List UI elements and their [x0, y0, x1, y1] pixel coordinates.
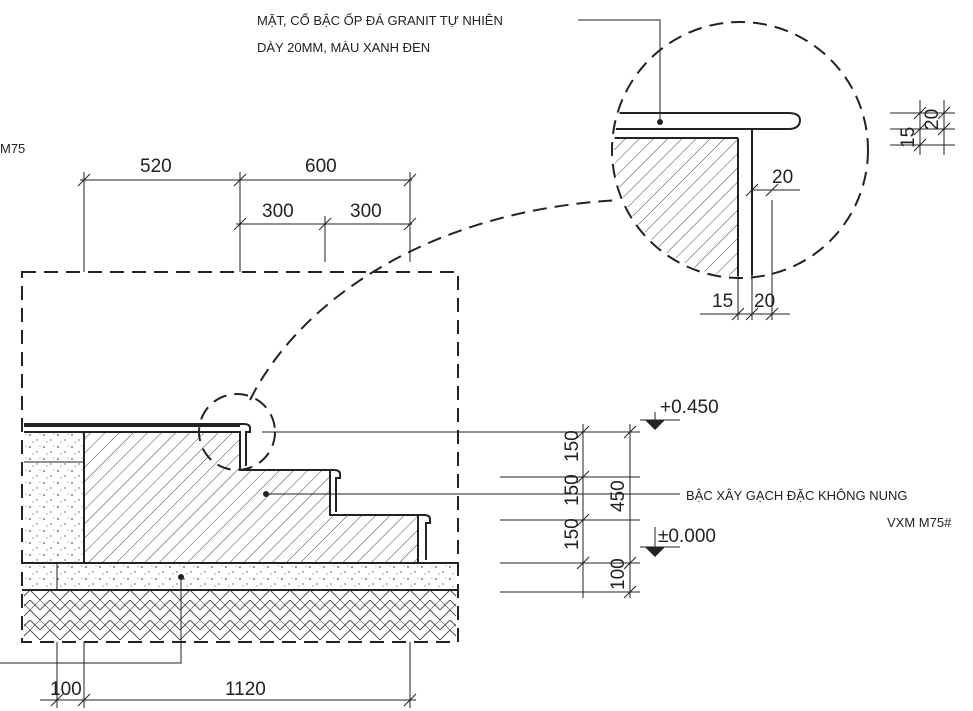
section-boundary: [21, 271, 459, 643]
dim-600: 600: [305, 156, 337, 177]
left-fill: [24, 432, 84, 563]
dim-150-low: 150: [562, 518, 583, 550]
detail-dimensions: [700, 100, 955, 321]
dim-100-right: 100: [608, 558, 629, 590]
bottom-dimensions: [40, 642, 417, 708]
dim-150-top: 150: [562, 430, 583, 462]
detail-dim-15-right: 15: [898, 127, 919, 148]
note-step-line1: BẬC XÂY GẠCH ĐẶC KHÔNG NUNG: [686, 488, 908, 503]
level-zero: ±0.000: [658, 526, 716, 547]
note-left-partial: M75: [0, 141, 25, 156]
top-dimensions: [77, 172, 417, 272]
detail-callout-circle-large: [611, 21, 869, 279]
detail-dim-20-side: 20: [772, 167, 793, 188]
note-step-line2: VXM M75#: [887, 515, 952, 530]
dim-300-b: 300: [350, 201, 382, 222]
dim-450: 450: [608, 480, 629, 512]
dim-300-a: 300: [262, 201, 294, 222]
dim-520: 520: [140, 156, 172, 177]
dim-100-bottom: 100: [50, 679, 82, 700]
detail-dim-15-bottom: 15: [712, 291, 733, 312]
concrete-base: [24, 563, 456, 590]
right-dimensions: [262, 424, 640, 599]
dim-150-mid: 150: [562, 474, 583, 506]
detail-dim-20-bottom: 20: [754, 291, 775, 312]
ground-soil: [24, 590, 456, 640]
level-marker-top: [640, 412, 680, 430]
note-finish-line2: DÀY 20MM, MÀU XANH ĐEN: [257, 40, 430, 55]
note-finish-line1: MẶT, CỔ BẬC ỐP ĐÁ GRANIT TỰ NHIÊN: [257, 13, 503, 28]
detail-dim-20-right: 20: [922, 109, 943, 130]
level-marker-zero: [640, 527, 680, 557]
stair-body: [83, 431, 419, 564]
level-top: +0.450: [660, 397, 719, 418]
dim-1120: 1120: [225, 679, 266, 700]
